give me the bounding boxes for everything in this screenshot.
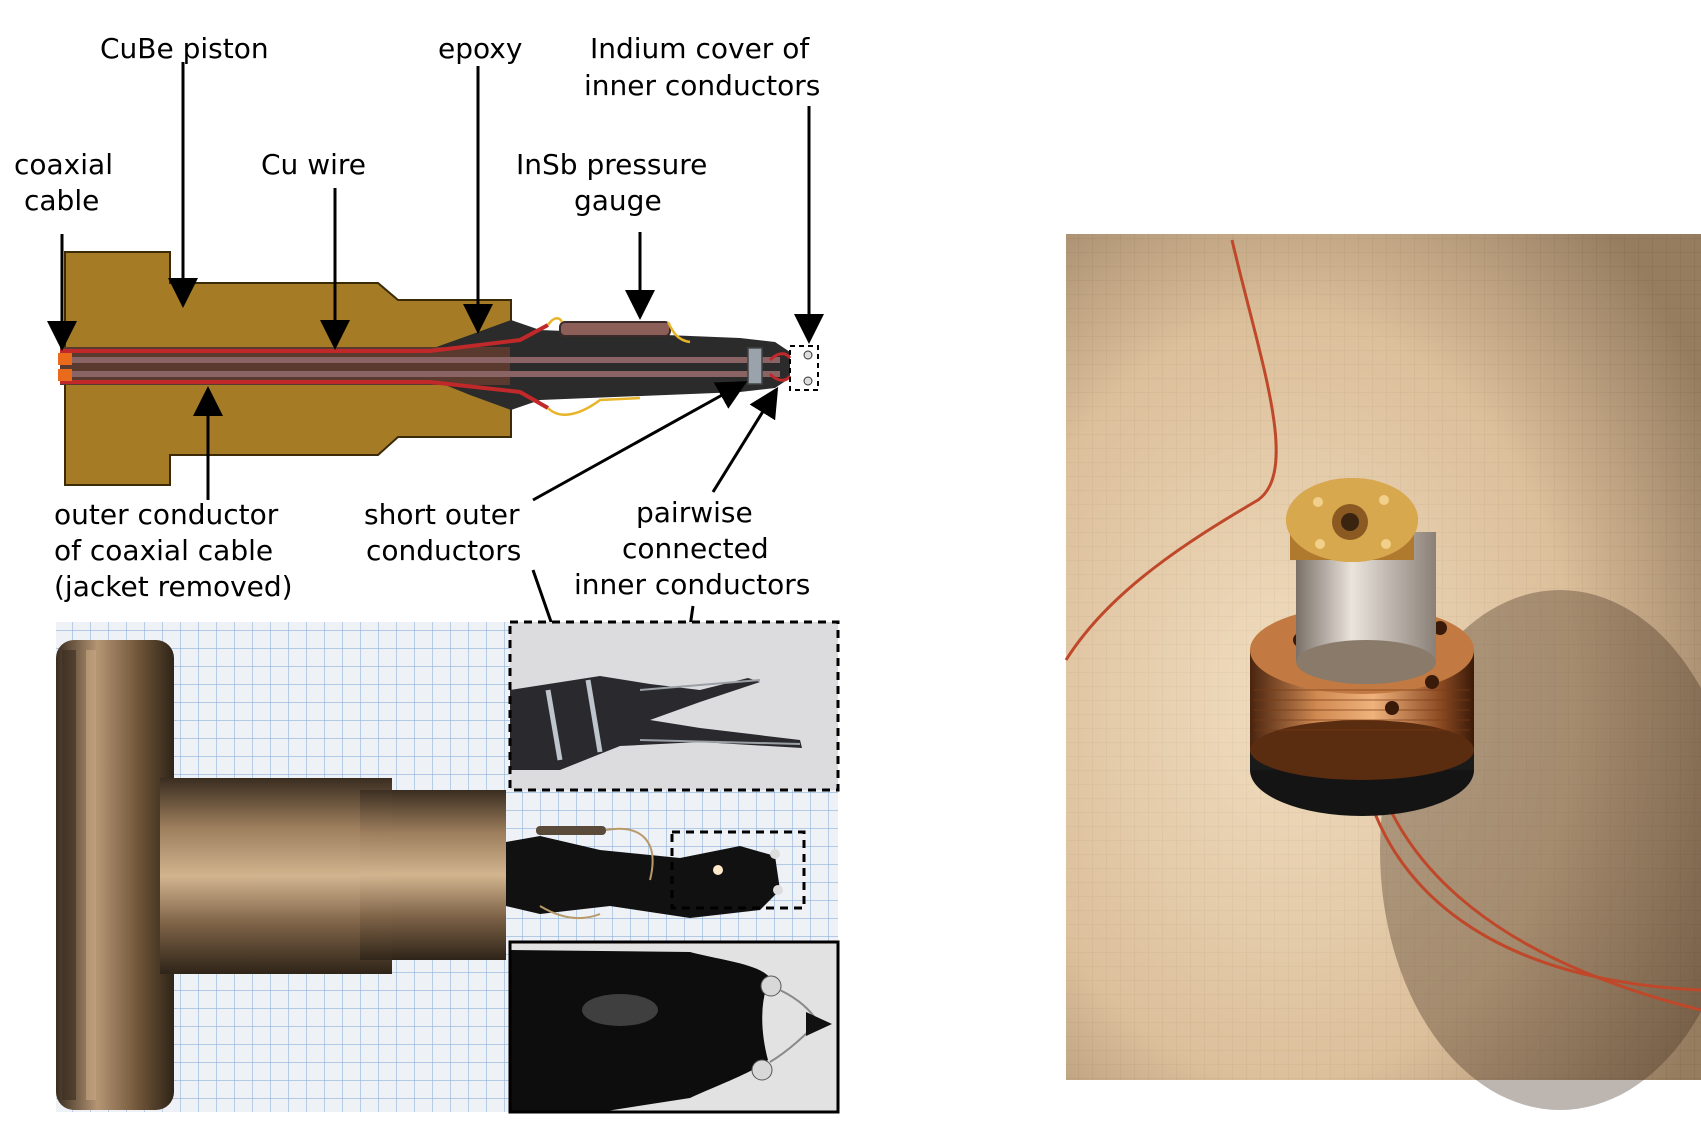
label-insb-1: InSb pressure [516,148,707,181]
photo-epoxy-tip [506,836,780,918]
cell-wire-left [1064,239,1278,661]
schematic-labels: CuBe piston epoxy Indium cover of inner … [14,32,820,603]
label-pair-2: connected [622,532,769,565]
label-indium-1: Indium cover of [590,32,810,65]
gauge-wire-bottom [547,396,641,416]
inset-epoxy-blob [510,950,770,1112]
indium-tip-top [803,350,813,360]
annotation-arrows [47,62,824,681]
gauge-wire-top [546,317,691,344]
cu-wire-bottom [60,380,549,410]
epoxy-fill [428,320,790,410]
insb-gauge [559,321,671,337]
photo-gauge [536,826,606,835]
label-coax-2: cable [24,184,99,217]
inner-conductor-bottom [60,371,780,377]
label-coax-1: coaxial [14,148,113,181]
inner-conductor-top [60,357,780,363]
photo-dashed-highlight [670,830,806,910]
photo-assembled-cell [1064,234,1701,1110]
inset-short-outer-conductors [508,620,840,792]
arrow-pairwise [711,386,779,493]
label-outer-3: (jacket removed) [54,570,293,603]
label-short-1: short outer [364,498,520,531]
schematic-cross-section [58,251,819,486]
inset-indium-cover [508,940,840,1114]
inset-arrowhead [806,1012,832,1036]
photo-cylinder [160,778,392,974]
arrow-short-outer [532,381,748,502]
coax-outer-tip-top [58,353,72,365]
label-outer-1: outer conductor [54,498,279,531]
photo-neck [392,790,506,960]
cu-wire-top [60,323,549,353]
indium-tip-bottom [803,376,813,386]
photo-flange [56,640,174,1110]
label-outer-2: of coaxial cable [54,534,273,567]
label-pair-3: inner conductors [574,568,810,601]
label-cu-wire: Cu wire [261,148,366,181]
label-short-2: conductors [366,534,521,567]
label-indium-2: inner conductors [584,69,820,102]
inset-cable-bundle [510,676,802,770]
label-epoxy: epoxy [438,32,522,65]
short-outer-conductor [747,347,763,385]
coax-channel [60,347,510,385]
label-insb-2: gauge [574,184,662,217]
label-cube-piston: CuBe piston [100,32,269,65]
coax-outer-tip-bottom [58,369,72,381]
label-pair-1: pairwise [636,496,753,529]
pairwise-loop [768,352,792,382]
indium-cover-box [789,345,819,391]
